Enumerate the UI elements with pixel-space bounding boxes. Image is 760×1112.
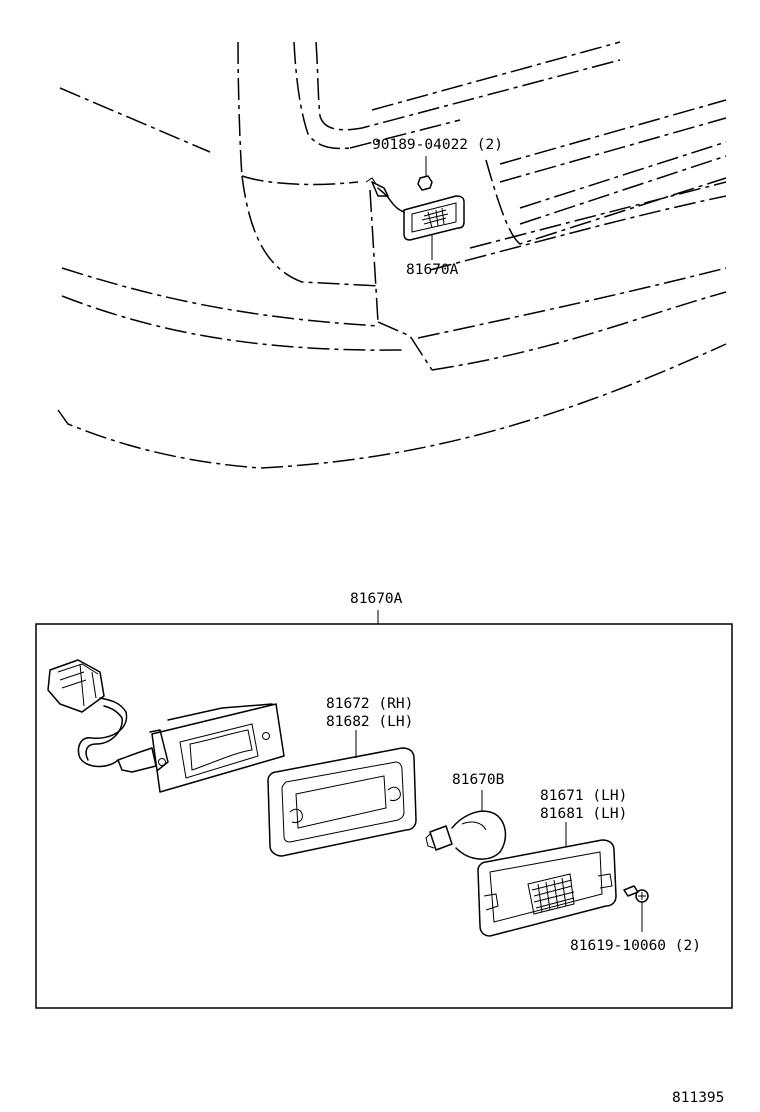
screw-label: 81619-10060 (2) <box>570 938 701 954</box>
assembly-frame <box>35 623 733 1009</box>
screw-icon <box>623 885 649 903</box>
nut-part-label: 90189-04022 (2) <box>372 137 503 153</box>
vehicle-rear-body-outline <box>57 41 727 469</box>
figure-number: 811395 <box>672 1090 724 1106</box>
housing-rh-label: 81672 (RH) <box>326 696 413 712</box>
lens-lh-label: 81681 (LH) <box>540 806 627 822</box>
lamp-assy-label-top: 81670A <box>406 262 459 278</box>
bulb-label: 81670B <box>452 772 505 788</box>
lens-rh-label: 81671 (LH) <box>540 788 627 804</box>
nut-icon <box>417 175 433 191</box>
wire-connector-icon <box>47 659 157 773</box>
lamp-housing-base <box>149 703 285 793</box>
bulb-icon <box>425 810 507 860</box>
license-lamp-installed <box>365 177 465 241</box>
lamp-lens <box>477 839 617 937</box>
lamp-gasket <box>267 747 417 857</box>
housing-lh-label: 81682 (LH) <box>326 714 413 730</box>
lamp-assy-label-box: 81670A <box>350 591 403 607</box>
